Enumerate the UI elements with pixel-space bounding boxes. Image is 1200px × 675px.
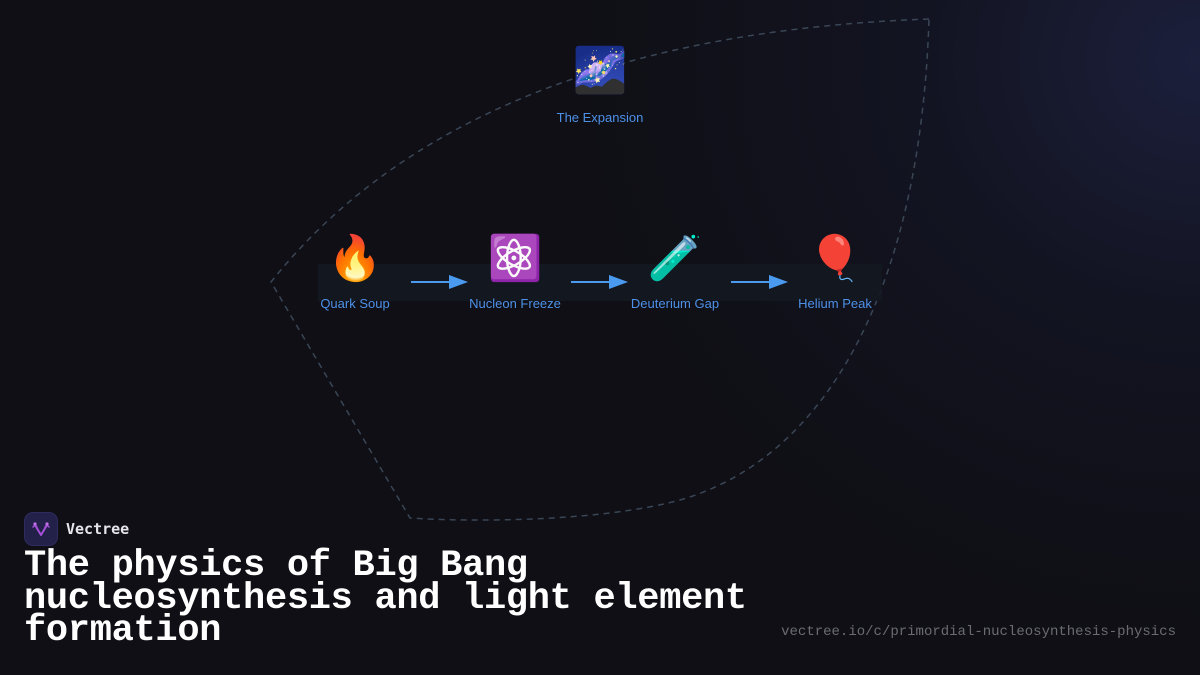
node-deuterium-gap[interactable]: 🧪 Deuterium Gap: [605, 233, 745, 312]
node-the-expansion[interactable]: 🌌 The Expansion: [530, 45, 670, 126]
milky-way-icon: 🌌: [572, 45, 628, 96]
brand-name: Vectree: [66, 520, 130, 538]
arrow-right-icon: [571, 275, 628, 289]
node-label: Nucleon Freeze: [469, 296, 561, 311]
brand: Vectree: [24, 512, 129, 546]
node-label: Quark Soup: [320, 296, 390, 311]
page-title: The physics of Big Bang nucleosynthesis …: [24, 545, 747, 652]
balloon-icon: 🎈: [807, 233, 863, 284]
node-label: Helium Peak: [798, 296, 872, 311]
page-url: vectree.io/c/primordial-nucleosynthesis-…: [781, 624, 1176, 640]
node-quark-soup[interactable]: 🔥 Quark Soup: [285, 233, 425, 312]
node-label: Deuterium Gap: [630, 296, 720, 311]
fire-icon: 🔥: [327, 233, 383, 284]
atom-icon: ⚛️: [487, 233, 543, 284]
arrow-right-icon: [411, 275, 468, 289]
node-helium-peak[interactable]: 🎈 Helium Peak: [765, 233, 905, 312]
arrow-right-icon: [731, 275, 788, 289]
node-label: The Expansion: [556, 110, 644, 125]
node-nucleon-freeze[interactable]: ⚛️ Nucleon Freeze: [445, 233, 585, 312]
test-tube-icon: 🧪: [647, 233, 703, 284]
vectree-logo-icon: [24, 512, 58, 546]
